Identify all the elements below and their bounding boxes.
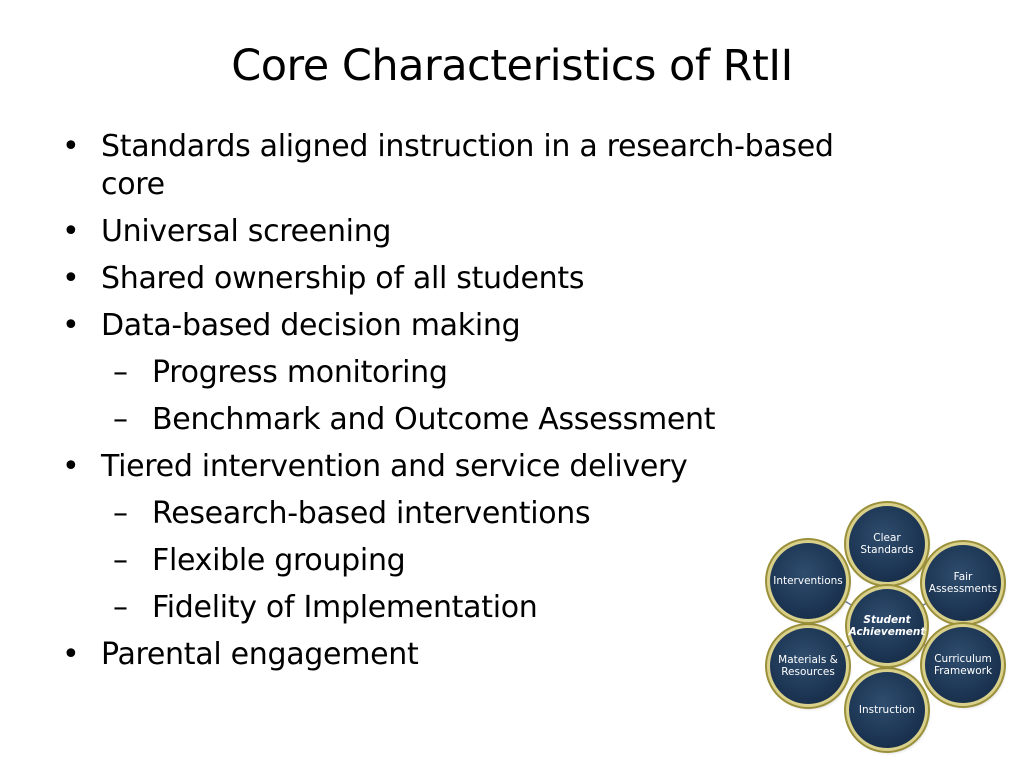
dash-icon: – xyxy=(113,590,128,625)
sub-list-item: – Research-based interventions xyxy=(101,495,912,533)
bullet-text: Data-based decision making xyxy=(101,308,521,343)
bullet-text: Standards aligned instruction in a resea… xyxy=(101,129,834,202)
bullet-list: • Standards aligned instruction in a res… xyxy=(62,128,912,683)
sub-bullet-text: Progress monitoring xyxy=(152,355,448,390)
student-achievement-diagram: Clear Standards Fair Assessments Curricu… xyxy=(763,500,1013,750)
node-materials-resources: Materials & Resources xyxy=(770,628,846,704)
bullet-text: Shared ownership of all students xyxy=(101,261,585,296)
sub-bullet-text: Benchmark and Outcome Assessment xyxy=(152,402,716,437)
node-fair-assessments: Fair Assessments xyxy=(925,545,1001,621)
node-interventions: Interventions xyxy=(770,543,846,619)
list-item: • Data-based decision making xyxy=(62,307,912,345)
sub-list-item: – Benchmark and Outcome Assessment xyxy=(101,401,912,439)
bullet-icon: • xyxy=(62,308,80,343)
bullet-icon: • xyxy=(62,261,80,296)
list-item: • Parental engagement xyxy=(62,636,912,674)
bullet-icon: • xyxy=(62,129,80,164)
sub-list-item: – Flexible grouping xyxy=(101,542,912,580)
bullet-text: Universal screening xyxy=(101,214,392,249)
bullet-text: Parental engagement xyxy=(101,637,419,672)
sub-list-item: – Fidelity of Implementation xyxy=(101,589,912,627)
dash-icon: – xyxy=(113,402,128,437)
bullet-icon: • xyxy=(62,214,80,249)
bullet-icon: • xyxy=(62,637,80,672)
sub-bullet-text: Research-based interventions xyxy=(152,496,591,531)
list-item: • Universal screening xyxy=(62,213,912,251)
bullet-icon: • xyxy=(62,449,80,484)
node-student-achievement: Student Achievement xyxy=(849,589,925,663)
node-clear-standards: Clear Standards xyxy=(849,506,925,582)
list-item: • Shared ownership of all students xyxy=(62,260,912,298)
list-item: • Tiered intervention and service delive… xyxy=(62,448,912,486)
list-item: • Standards aligned instruction in a res… xyxy=(62,128,912,204)
dash-icon: – xyxy=(113,496,128,531)
sub-list-item: – Progress monitoring xyxy=(101,354,912,392)
sub-bullet-text: Fidelity of Implementation xyxy=(152,590,538,625)
dash-icon: – xyxy=(113,543,128,578)
node-curriculum-framework: Curriculum Framework xyxy=(925,627,1001,703)
slide-title: Core Characteristics of RtII xyxy=(231,41,793,91)
node-instruction: Instruction xyxy=(849,672,925,748)
dash-icon: – xyxy=(113,355,128,390)
sub-bullet-text: Flexible grouping xyxy=(152,543,406,578)
bullet-text: Tiered intervention and service delivery xyxy=(101,449,688,484)
